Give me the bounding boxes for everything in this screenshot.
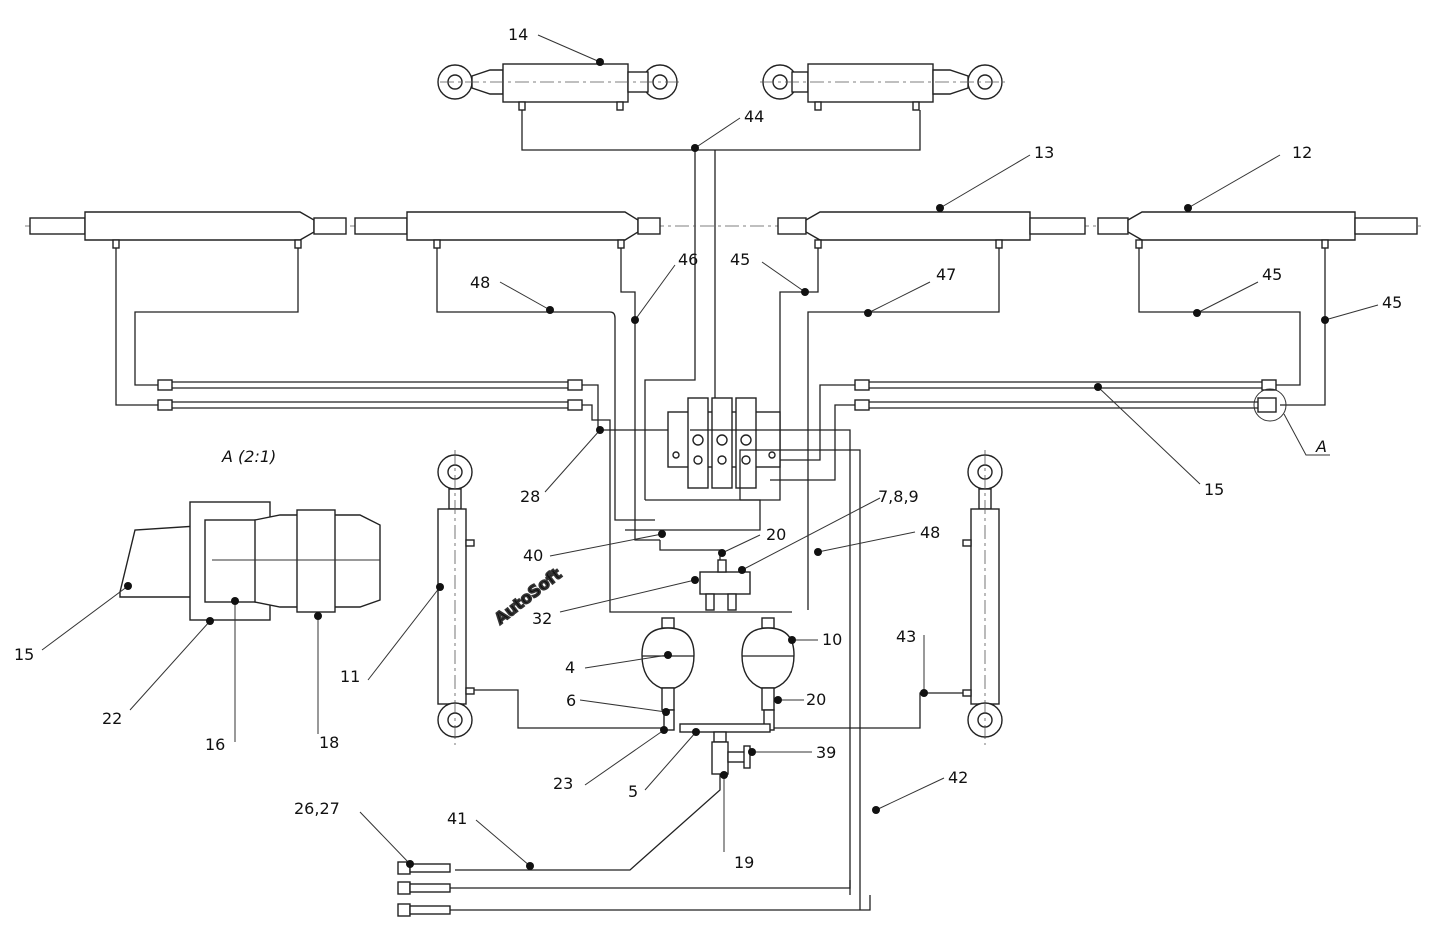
callout-48-a: 48 [470, 273, 490, 292]
callout-45-b: 45 [1262, 265, 1282, 284]
top-cylinder-right [760, 63, 1005, 111]
callout-44: 44 [744, 107, 764, 126]
callout-32: 32 [532, 609, 552, 628]
detail-a-title: A (2:1) [221, 447, 276, 466]
control-valve [667, 397, 781, 489]
hose-pair-left [157, 379, 583, 411]
top-cylinder-left [437, 63, 680, 111]
callout-19: 19 [734, 853, 754, 872]
callout-15-b: 15 [14, 645, 34, 664]
long-cylinder-2 [354, 211, 661, 249]
callout-28: 28 [520, 487, 540, 506]
callout-42: 42 [948, 768, 968, 787]
accumulator-4 [641, 617, 695, 711]
callout-43: 43 [896, 627, 916, 646]
callout-labels: 14 44 13 12 46 45 47 45 45 48 15 28 7,8,… [14, 25, 1402, 872]
callout-45-c: 45 [1382, 293, 1402, 312]
callout-14: 14 [508, 25, 528, 44]
callout-20-a: 20 [766, 525, 786, 544]
callout-22: 22 [102, 709, 122, 728]
detail-a-marker: A [1315, 437, 1327, 456]
callout-23: 23 [553, 774, 573, 793]
accumulator-10 [741, 617, 795, 711]
callout-40: 40 [523, 546, 543, 565]
callout-7-8-9: 7,8,9 [878, 487, 919, 506]
quick-couplings [397, 861, 451, 917]
callout-45-a: 45 [730, 250, 750, 269]
watermark: AutoSoft [491, 564, 566, 628]
hose-pair-right [854, 379, 1277, 413]
callout-48-b: 48 [920, 523, 940, 542]
vertical-cylinder-right [962, 450, 1003, 745]
long-cylinder-1 [29, 211, 347, 249]
callout-15-a: 15 [1204, 480, 1224, 499]
callout-6: 6 [566, 691, 576, 710]
tee-fittings [663, 709, 775, 775]
callout-46: 46 [678, 250, 698, 269]
callout-5: 5 [628, 782, 638, 801]
sub-valve [699, 559, 751, 611]
callout-20-b: 20 [806, 690, 826, 709]
callout-26-27: 26,27 [294, 799, 340, 818]
callout-47: 47 [936, 265, 956, 284]
leaders [41, 34, 1379, 870]
detail-a-drawing [119, 501, 381, 621]
callout-16: 16 [205, 735, 225, 754]
callout-10: 10 [822, 630, 842, 649]
long-cylinder-13 [777, 211, 1086, 249]
callout-41: 41 [447, 809, 467, 828]
detail-a-circle [1253, 388, 1287, 422]
vertical-cylinder-11 [437, 450, 475, 745]
callout-4: 4 [565, 658, 575, 677]
callout-39: 39 [816, 743, 836, 762]
callout-12: 12 [1292, 143, 1312, 162]
callout-18: 18 [319, 733, 339, 752]
callout-13: 13 [1034, 143, 1054, 162]
callout-11: 11 [340, 667, 360, 686]
long-cylinder-12 [1097, 211, 1418, 249]
detail-a-leader [1283, 413, 1330, 456]
